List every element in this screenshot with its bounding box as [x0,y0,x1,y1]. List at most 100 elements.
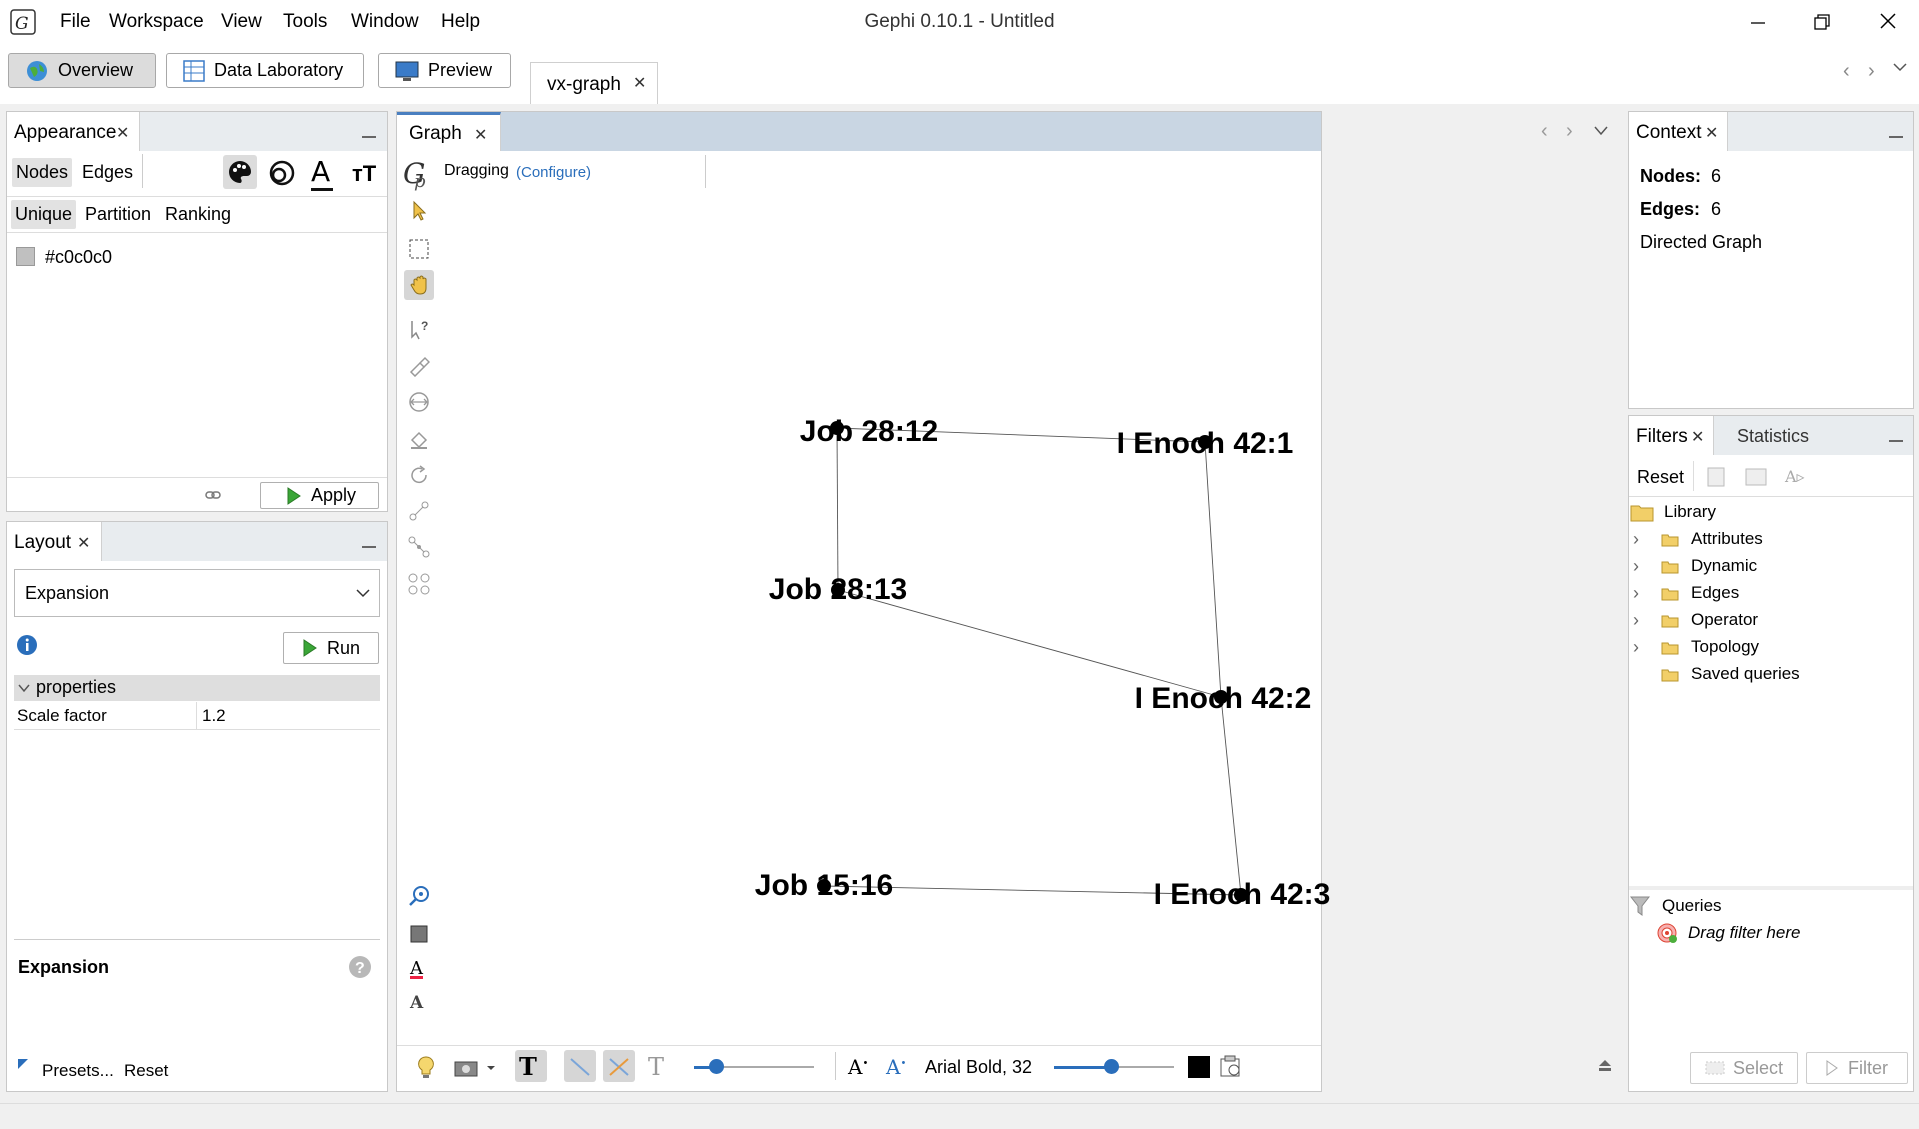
menu-file[interactable]: File [60,11,91,32]
node-label[interactable]: Job 28:13 [768,573,908,606]
close-context-icon[interactable]: ✕ [1705,125,1719,142]
chevron-right-icon[interactable]: › [1633,636,1639,657]
lightbulb-icon[interactable] [416,1055,436,1081]
graph-edge[interactable] [823,885,1242,896]
link-icon[interactable] [205,489,221,501]
run-button[interactable]: Run [283,632,379,664]
color-swatch[interactable] [16,247,35,266]
label-size-mode-icon[interactable]: T [648,1053,665,1081]
queries-root[interactable]: Queries [1630,895,1722,917]
font-label[interactable]: Arial Bold, 32 [925,1057,1033,1077]
apply-button[interactable]: Apply [260,482,379,509]
label-color-icon[interactable]: A [311,155,333,191]
edge-scale-slider-thumb[interactable] [709,1059,724,1074]
shortest-path-icon[interactable] [408,536,430,558]
configure-link[interactable]: (Configure) [516,164,592,181]
tab-partition[interactable]: Partition [85,204,152,224]
label-attributes-icon[interactable] [1219,1055,1243,1079]
graph-edge[interactable] [1204,441,1222,698]
menu-view[interactable]: View [221,11,262,32]
close-window-icon[interactable] [1868,6,1908,38]
close-workspace-icon[interactable]: ✕ [633,75,647,92]
label-font-icon[interactable]: A [410,993,424,1013]
paint-bucket-icon[interactable] [408,428,430,450]
font-smaller-icon[interactable]: A• [848,1055,869,1079]
graph-edge[interactable] [836,427,839,591]
workspace-tab[interactable]: vx-graph ✕ [530,62,658,104]
minimize-context-icon[interactable] [1889,136,1903,138]
palette-icon[interactable] [227,159,253,185]
screenshot-icon[interactable] [454,1059,498,1077]
filter-category[interactable]: Saved queries [1633,663,1800,685]
help-icon[interactable]: ? [348,955,372,979]
add-edge-icon[interactable] [408,500,430,522]
graph-node[interactable] [830,421,844,435]
graph-node[interactable] [1234,888,1248,902]
chevron-right-icon[interactable]: › [1868,60,1875,82]
tab-nodes[interactable]: Nodes [12,158,73,187]
graph-node[interactable] [831,583,845,597]
save-query-icon[interactable] [1744,466,1768,488]
splitter[interactable] [1629,886,1913,890]
filter-category[interactable]: ›Edges [1633,582,1739,604]
resize-icon[interactable] [408,391,430,413]
chevron-down-icon[interactable] [1593,124,1609,138]
properties-header[interactable]: properties [14,675,380,701]
label-color-swatch[interactable] [1188,1056,1210,1078]
node-label[interactable]: Job 28:12 [799,415,939,448]
graph-canvas[interactable] [443,195,1321,1045]
close-graph-icon[interactable]: ✕ [474,127,488,144]
tab-statistics[interactable]: Statistics [1737,426,1810,446]
layout-tab[interactable]: Layout ✕ [7,522,102,561]
show-labels-icon[interactable]: T [519,1052,537,1081]
chevron-right-icon[interactable]: › [1633,528,1639,549]
minimize-appearance-icon[interactable] [362,136,376,138]
chevron-right-icon[interactable]: › [1633,582,1639,603]
preview-button[interactable]: Preview [378,53,511,88]
chevron-right-icon[interactable]: › [1566,120,1573,142]
close-appearance-icon[interactable]: ✕ [116,125,130,142]
zoom-fit-icon[interactable] [407,884,431,908]
label-size-icon[interactable]: тT [352,161,377,186]
edge-scale-slider-track[interactable] [694,1066,814,1068]
filter-category[interactable]: ›Dynamic [1633,555,1757,577]
eject-icon[interactable] [1597,1058,1613,1072]
menu-workspace[interactable]: Workspace [109,11,204,32]
filters-reset-button[interactable]: Reset [1637,467,1685,487]
tab-edges[interactable]: Edges [82,162,134,182]
label-scale-slider-thumb[interactable] [1104,1059,1119,1074]
property-row[interactable]: Scale factor 1.2 [14,702,380,730]
graph-edge[interactable] [836,427,1206,443]
node-label[interactable]: Job 15:16 [754,869,894,902]
library-folder[interactable]: Library [1630,501,1716,523]
chevron-down-icon[interactable] [1892,59,1908,75]
minimize-layout-icon[interactable] [362,546,376,548]
auto-refresh-icon[interactable]: A▹ [1785,467,1805,486]
appearance-tab[interactable]: Appearance ✕ [7,112,140,151]
rectangle-select-icon[interactable] [408,238,430,260]
graph-tab[interactable]: Graph ✕ [397,112,501,151]
filter-button[interactable]: Filter [1806,1052,1908,1084]
graph-edge[interactable] [1220,696,1242,896]
layout-select[interactable]: Expansion [14,569,380,617]
chevron-right-icon[interactable]: › [1633,609,1639,630]
edit-node-icon[interactable]: ? [408,318,432,342]
graph-node[interactable] [1198,435,1212,449]
reset-layout-link[interactable]: Reset [124,1061,169,1080]
node-label[interactable]: I Enoch 42:2 [1134,682,1312,715]
brush-icon[interactable] [408,355,430,377]
info-icon[interactable] [16,634,38,656]
label-color-icon[interactable]: A [410,958,423,979]
data-laboratory-button[interactable]: Data Laboratory [166,53,364,88]
background-color-icon[interactable] [410,925,428,943]
menu-help[interactable]: Help [441,11,481,32]
minimize-icon[interactable] [1738,6,1778,38]
rotate-icon[interactable] [408,464,430,486]
graph-edge[interactable] [837,589,1222,698]
node-label[interactable]: I Enoch 42:1 [1116,427,1294,460]
filter-category[interactable]: ›Attributes [1633,528,1763,550]
close-layout-icon[interactable]: ✕ [77,535,91,552]
minimize-filters-icon[interactable] [1889,440,1903,442]
tab-unique[interactable]: Unique [11,200,77,229]
close-filters-icon[interactable]: ✕ [1691,429,1705,446]
